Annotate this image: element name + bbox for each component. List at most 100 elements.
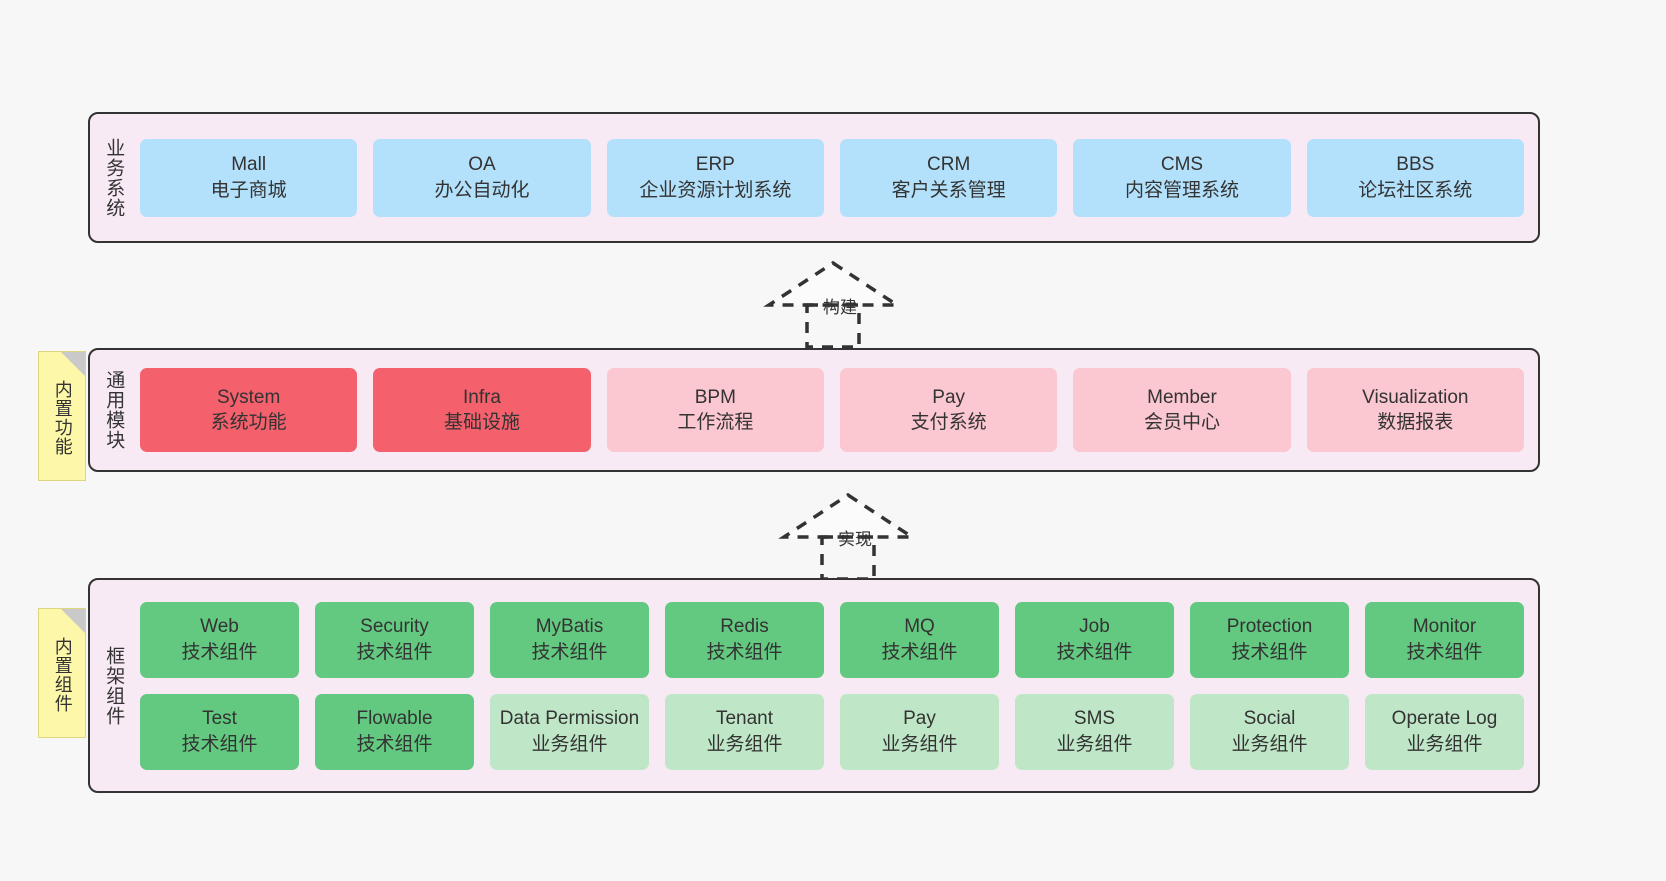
tile-oa-cn: 办公自动化: [434, 179, 530, 201]
tile-bbs-en: BBS: [1396, 154, 1435, 176]
tile-redis-cn: 技术组件: [706, 641, 783, 663]
tile-tenant[interactable]: Tenant 业务组件: [665, 693, 824, 770]
tile-data-permission-cn: 业务组件: [531, 733, 608, 755]
tile-bbs[interactable]: BBS 论坛社区系统: [1306, 138, 1524, 217]
tile-cms-cn: 内容管理系统: [1124, 179, 1239, 201]
tile-mq-cn: 技术组件: [881, 641, 958, 663]
layer-framework-components-body: Web 技术组件 Security 技术组件 MyBatis 技术组件 Redi…: [136, 580, 1538, 791]
tile-erp-cn: 企业资源计划系统: [639, 179, 792, 201]
tile-security[interactable]: Security 技术组件: [315, 601, 474, 678]
tile-job[interactable]: Job 技术组件: [1015, 601, 1174, 678]
tile-web-en: Web: [200, 616, 239, 638]
tile-system-en: System: [216, 386, 281, 408]
tile-mall[interactable]: Mall 电子商城: [140, 138, 358, 217]
tile-monitor[interactable]: Monitor 技术组件: [1365, 601, 1524, 678]
tile-bbs-cn: 论坛社区系统: [1358, 179, 1473, 201]
tile-mybatis-en: MyBatis: [535, 616, 604, 638]
layer-business-system-body: Mall 电子商城 OA 办公自动化 ERP 企业资源计划系统 CRM 客户关系…: [136, 114, 1538, 241]
tile-social[interactable]: Social 业务组件: [1190, 693, 1349, 770]
tile-pay-module[interactable]: Pay 支付系统: [839, 368, 1058, 452]
tile-erp-en: ERP: [695, 154, 735, 176]
tile-tenant-en: Tenant: [715, 708, 774, 730]
tile-visualization-cn: 数据报表: [1377, 412, 1454, 433]
modules-tile-row: System 系统功能 Infra 基础设施 BPM 工作流程 Pay 支付系统…: [140, 368, 1524, 452]
tile-mybatis[interactable]: MyBatis 技术组件: [490, 601, 649, 678]
connector-implement: 实现: [760, 487, 940, 582]
tile-member-cn: 会员中心: [1143, 412, 1220, 433]
tile-web-cn: 技术组件: [181, 641, 258, 663]
tile-infra-cn: 基础设施: [443, 412, 520, 433]
business-tile-row: Mall 电子商城 OA 办公自动化 ERP 企业资源计划系统 CRM 客户关系…: [140, 138, 1524, 217]
note-builtin-features: 内置功能: [38, 351, 86, 481]
tile-member[interactable]: Member 会员中心: [1073, 368, 1291, 452]
tile-system[interactable]: System 系统功能: [140, 368, 358, 452]
tile-flowable[interactable]: Flowable 技术组件: [315, 693, 474, 770]
tile-pay-component[interactable]: Pay 业务组件: [840, 693, 999, 770]
tile-mybatis-cn: 技术组件: [531, 641, 608, 663]
tile-sms[interactable]: SMS 业务组件: [1015, 693, 1174, 770]
tile-security-cn: 技术组件: [356, 641, 433, 663]
tile-infra[interactable]: Infra 基础设施: [373, 368, 591, 452]
layer-business-system: 业务系统 Mall 电子商城 OA 办公自动化 ERP 企业资源计划系统 CRM…: [88, 112, 1540, 243]
tile-pay-component-cn: 业务组件: [881, 733, 958, 755]
tile-test-en: Test: [202, 708, 237, 730]
tile-operate-log[interactable]: Operate Log 业务组件: [1365, 693, 1524, 770]
tile-job-en: Job: [1079, 616, 1110, 638]
tile-social-cn: 业务组件: [1231, 733, 1308, 755]
tile-oa[interactable]: OA 办公自动化: [373, 138, 591, 217]
tile-protection[interactable]: Protection 技术组件: [1190, 601, 1349, 678]
tile-web[interactable]: Web 技术组件: [140, 601, 299, 678]
tile-bpm-en: BPM: [694, 386, 736, 408]
tile-crm[interactable]: CRM 客户关系管理: [839, 138, 1058, 217]
tile-tenant-cn: 业务组件: [706, 733, 783, 755]
tile-flowable-cn: 技术组件: [356, 733, 433, 755]
tile-operate-log-cn: 业务组件: [1406, 733, 1483, 755]
note-builtin-components-label: 内置组件: [52, 637, 73, 713]
tile-social-en: Social: [1243, 708, 1296, 730]
tile-mall-cn: 电子商城: [210, 179, 287, 201]
tile-visualization[interactable]: Visualization 数据报表: [1306, 368, 1524, 452]
connector-build-label: 构建: [823, 298, 857, 317]
note-builtin-features-label: 内置功能: [52, 380, 73, 456]
tile-bpm[interactable]: BPM 工作流程: [606, 368, 824, 452]
tile-mall-en: Mall: [231, 154, 267, 176]
tile-cms-en: CMS: [1160, 154, 1204, 176]
tile-security-en: Security: [360, 616, 429, 638]
tile-flowable-en: Flowable: [356, 708, 433, 730]
connector-build-arrow: [763, 260, 903, 349]
tile-bpm-cn: 工作流程: [677, 412, 754, 433]
tile-job-cn: 技术组件: [1056, 641, 1133, 663]
layer-business-system-title: 业务系统: [103, 137, 125, 218]
layer-framework-components: 框架组件 Web 技术组件 Security 技术组件 MyBatis 技术组件…: [88, 578, 1540, 793]
tile-mq-en: MQ: [904, 616, 935, 638]
tile-data-permission[interactable]: Data Permission 业务组件: [490, 693, 649, 770]
layer-common-modules: 通用模块 System 系统功能 Infra 基础设施 BPM 工作流程 Pay…: [88, 348, 1540, 472]
tile-pay-module-cn: 支付系统: [910, 412, 987, 433]
tile-pay-module-en: Pay: [932, 386, 966, 408]
tile-redis[interactable]: Redis 技术组件: [665, 601, 824, 678]
tile-crm-cn: 客户关系管理: [891, 179, 1006, 201]
tile-redis-en: Redis: [720, 616, 769, 638]
tile-test[interactable]: Test 技术组件: [140, 693, 299, 770]
note-fold-icon: [61, 609, 85, 633]
tile-member-en: Member: [1147, 386, 1217, 408]
tile-test-cn: 技术组件: [181, 733, 258, 755]
connector-implement-label: 实现: [838, 530, 872, 549]
framework-tile-row-1: Web 技术组件 Security 技术组件 MyBatis 技术组件 Redi…: [140, 601, 1524, 678]
tile-sms-en: SMS: [1073, 708, 1116, 730]
tile-monitor-en: Monitor: [1412, 616, 1477, 638]
layer-common-modules-body: System 系统功能 Infra 基础设施 BPM 工作流程 Pay 支付系统…: [136, 350, 1538, 470]
tile-sms-cn: 业务组件: [1056, 733, 1133, 755]
tile-erp[interactable]: ERP 企业资源计划系统: [606, 138, 824, 217]
tile-cms[interactable]: CMS 内容管理系统: [1073, 138, 1291, 217]
tile-visualization-en: Visualization: [1362, 386, 1469, 408]
layer-common-modules-title: 通用模块: [103, 370, 125, 450]
tile-data-permission-en: Data Permission: [499, 708, 640, 730]
note-builtin-components: 内置组件: [38, 608, 86, 738]
tile-monitor-cn: 技术组件: [1406, 641, 1483, 663]
tile-crm-en: CRM: [927, 154, 971, 176]
tile-pay-component-en: Pay: [903, 708, 936, 730]
tile-infra-en: Infra: [462, 386, 501, 408]
tile-mq[interactable]: MQ 技术组件: [840, 601, 999, 678]
